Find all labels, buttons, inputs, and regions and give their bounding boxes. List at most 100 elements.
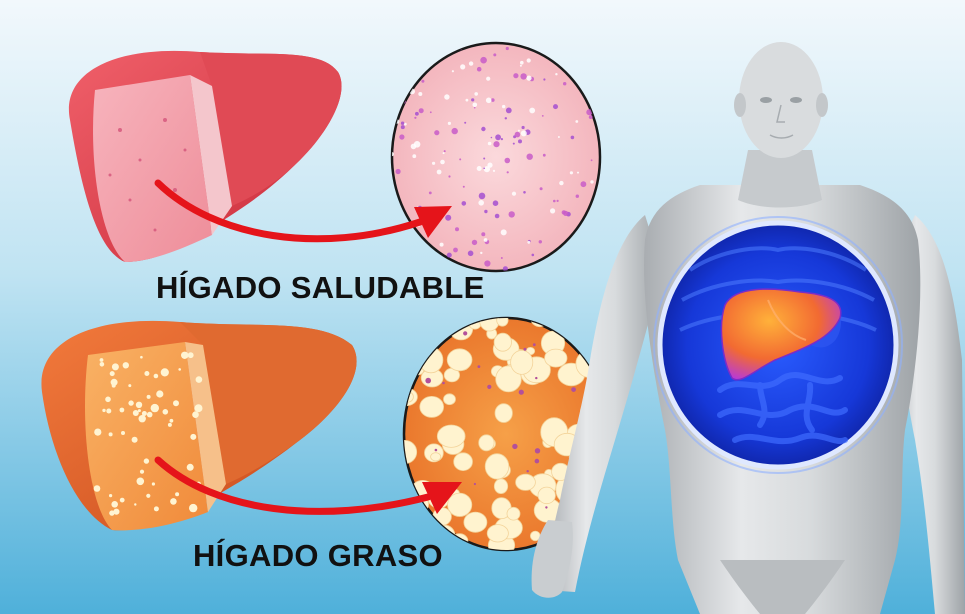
fat-droplet — [464, 512, 487, 532]
fat-spot — [175, 492, 179, 496]
tissue-cell — [401, 122, 404, 125]
tissue-cell — [437, 170, 442, 175]
tissue-cell — [483, 168, 485, 170]
fat-spot — [133, 410, 139, 416]
tissue-cell — [481, 127, 485, 131]
tissue-cell — [443, 152, 445, 154]
tissue-cell — [415, 112, 419, 116]
fat-spot — [106, 409, 111, 414]
tissue-cell — [529, 108, 535, 114]
fat-droplet — [485, 454, 509, 479]
tissue-cell — [471, 98, 474, 101]
fat-spot — [111, 379, 118, 386]
fat-spot — [140, 356, 143, 359]
tissue-cell — [399, 134, 404, 139]
tissue-cell — [432, 162, 435, 165]
tissue-cell — [527, 470, 529, 472]
fat-spot — [105, 397, 111, 403]
tissue-cell — [532, 254, 535, 257]
fat-droplet — [538, 487, 555, 504]
tissue-cell — [418, 92, 422, 96]
fat-spot — [109, 494, 112, 497]
tissue-cell — [487, 163, 492, 168]
tissue-cell — [518, 130, 520, 132]
tissue-cell — [505, 158, 511, 164]
tissue-cell — [464, 122, 466, 124]
fat-droplet — [420, 396, 444, 417]
tissue-cell — [521, 130, 527, 136]
tissue-cell — [484, 210, 487, 213]
fat-spot — [112, 363, 119, 370]
tissue-cell — [563, 82, 566, 85]
tissue-cell — [550, 208, 555, 213]
fat-spot — [147, 395, 151, 399]
tissue-cell — [479, 193, 486, 200]
tissue-cell — [524, 348, 527, 351]
tissue-cell — [535, 448, 540, 453]
fat-spot — [156, 390, 163, 397]
tissue-cell — [440, 243, 444, 247]
tissue-cell — [501, 257, 503, 259]
tissue-cell — [493, 170, 495, 172]
fat-spot — [188, 352, 194, 358]
fat-spot — [190, 434, 196, 440]
tissue-cell — [448, 122, 451, 125]
fat-spot — [100, 362, 105, 367]
tissue-cell — [535, 459, 540, 464]
fat-droplet — [437, 425, 465, 447]
tissue-cell — [553, 200, 556, 203]
tissue-cell — [513, 143, 515, 145]
tissue-cell — [447, 253, 452, 258]
fat-spot — [109, 432, 113, 436]
fat-droplet — [511, 350, 533, 374]
fat-droplet — [454, 453, 473, 471]
tissue-cell — [477, 166, 482, 171]
fat-spot — [110, 371, 115, 376]
fat-spot — [170, 498, 177, 505]
fat-spot — [163, 409, 169, 415]
tissue-cell — [442, 382, 445, 385]
fat-spot — [123, 362, 129, 368]
tissue-cell — [474, 483, 476, 485]
tissue-cell — [453, 248, 458, 253]
fat-droplet — [487, 525, 508, 542]
tissue-cell — [493, 53, 496, 56]
tissue-cell — [484, 260, 490, 266]
fat-spot — [154, 374, 159, 379]
tissue-cell — [419, 108, 424, 113]
tissue-cell — [581, 181, 587, 187]
tissue-cell — [481, 232, 485, 236]
tissue-cell — [575, 120, 578, 123]
tissue-cell — [466, 99, 469, 102]
fat-droplet — [448, 493, 472, 516]
fat-spot — [102, 409, 105, 412]
tissue-cell — [430, 111, 432, 113]
tissue-cell — [509, 211, 515, 217]
fat-spot — [128, 384, 131, 387]
fat-droplet — [447, 349, 472, 371]
tissue-cell — [515, 132, 521, 138]
tissue-cell — [571, 387, 576, 392]
fat-droplet — [479, 435, 494, 451]
tissue-cell — [520, 61, 524, 65]
fat-droplet — [494, 333, 511, 351]
tissue-cell — [501, 229, 507, 235]
tissue-cell — [555, 73, 557, 75]
fat-spot — [134, 503, 136, 505]
tissue-cell — [468, 251, 474, 257]
tissue-cell — [472, 240, 477, 245]
tissue-cell — [486, 98, 492, 104]
tissue-cell — [512, 192, 516, 196]
fat-droplet — [494, 479, 507, 494]
tissue-cell — [527, 154, 533, 160]
tissue-cell — [571, 136, 575, 140]
tissue-cell — [522, 126, 525, 129]
tissue-cell — [526, 76, 531, 81]
tissue-cell — [434, 130, 439, 135]
tissue-cell — [444, 150, 446, 152]
tissue-cell — [543, 78, 545, 80]
tissue-cell — [487, 385, 491, 389]
fat-spot — [142, 411, 147, 416]
tissue-cell — [448, 175, 450, 177]
